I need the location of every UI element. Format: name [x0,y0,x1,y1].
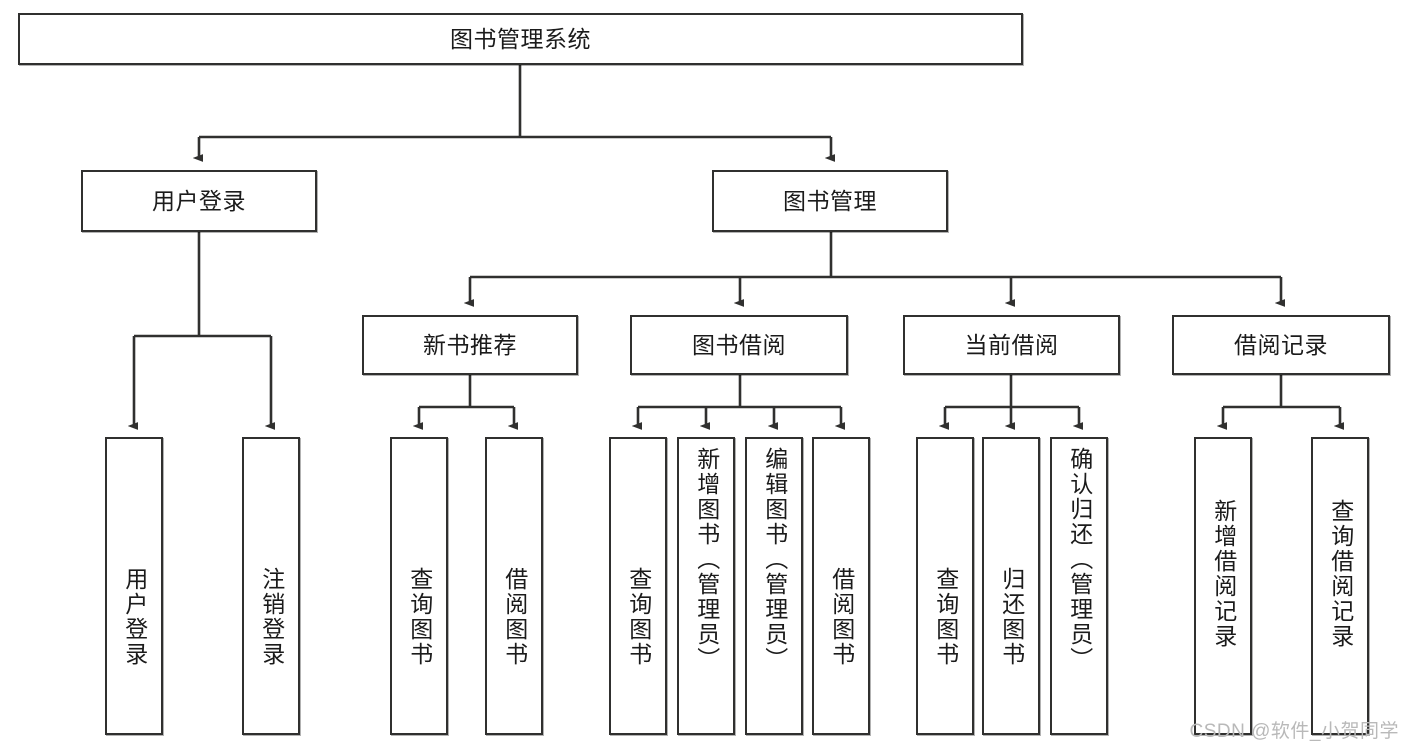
node-label: 确认归还（管理员） [1066,447,1093,672]
leaf-new-book-borrow[interactable]: 借阅图书 [485,437,543,735]
node-label: 图书管理 [783,187,877,214]
node-label: 查询图书 [932,567,959,667]
node-label: 借阅记录 [1234,331,1328,358]
leaf-borrow-query-book[interactable]: 查询图书 [609,437,667,735]
leaf-current-query-book[interactable]: 查询图书 [916,437,974,735]
node-book-borrow[interactable]: 图书借阅 [630,315,848,375]
leaf-record-add-record[interactable]: 新增借阅记录 [1194,437,1252,735]
node-label: 新书推荐 [423,331,517,358]
node-label: 用户登录 [152,187,246,214]
node-label: 归还图书 [998,567,1025,667]
leaf-borrow-add-book-admin[interactable]: 新增图书（管理员） [677,437,735,735]
node-label: 编辑图书（管理员） [761,447,788,672]
node-label: 借阅图书 [501,567,528,667]
node-label: 查询借阅记录 [1327,499,1354,649]
leaf-current-confirm-return-admin[interactable]: 确认归还（管理员） [1050,437,1108,735]
node-label: 查询图书 [406,567,433,667]
leaf-user-login-signout[interactable]: 注销登录 [242,437,300,735]
node-new-book-recommend[interactable]: 新书推荐 [362,315,578,375]
node-borrow-record[interactable]: 借阅记录 [1172,315,1390,375]
leaf-borrow-borrow-book[interactable]: 借阅图书 [812,437,870,735]
node-label: 用户登录 [121,567,148,667]
node-label: 新增图书（管理员） [693,447,720,672]
node-label: 查询图书 [625,567,652,667]
node-label: 注销登录 [258,567,285,667]
node-label: 借阅图书 [828,567,855,667]
leaf-user-login-signin[interactable]: 用户登录 [105,437,163,735]
node-book-management[interactable]: 图书管理 [712,170,948,232]
leaf-current-return-book[interactable]: 归还图书 [982,437,1040,735]
leaf-borrow-edit-book-admin[interactable]: 编辑图书（管理员） [745,437,803,735]
node-label: 图书管理系统 [450,25,591,52]
node-label: 图书借阅 [692,331,786,358]
node-label: 当前借阅 [964,331,1059,358]
leaf-new-book-query[interactable]: 查询图书 [390,437,448,735]
leaf-record-query-record[interactable]: 查询借阅记录 [1311,437,1369,735]
node-user-login[interactable]: 用户登录 [81,170,317,232]
node-label: 新增借阅记录 [1210,499,1237,649]
node-current-borrow[interactable]: 当前借阅 [903,315,1120,375]
node-root-system[interactable]: 图书管理系统 [18,13,1023,65]
